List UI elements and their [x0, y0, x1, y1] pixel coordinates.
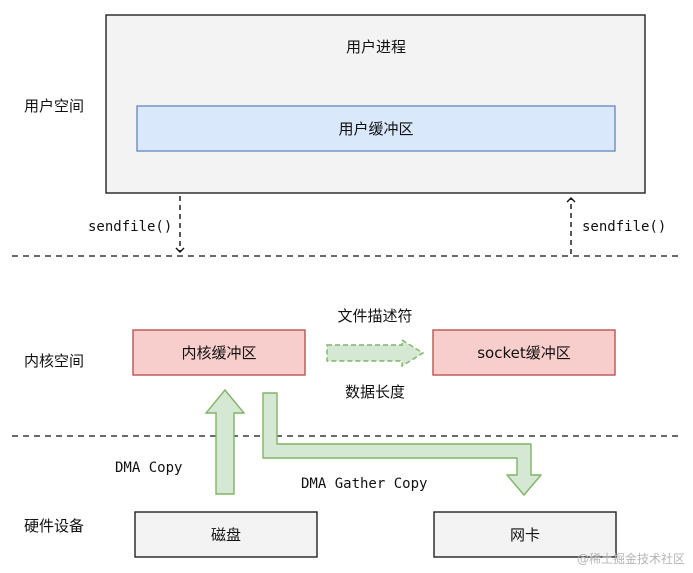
kernel-buffer-label: 内核缓冲区 — [181, 344, 256, 362]
socket-buffer-label: socket缓冲区 — [477, 344, 571, 362]
nic-box — [433, 511, 617, 558]
sendfile-call-label: sendfile() — [88, 219, 172, 235]
dma-gather-copy-arrow — [262, 392, 542, 496]
user-process-label: 用户进程 — [346, 38, 406, 56]
socket-buffer-box — [432, 329, 616, 376]
zone-label-user-space: 用户空间 — [24, 97, 84, 115]
zone-label-hardware: 硬件设备 — [24, 517, 84, 535]
disk-box — [134, 511, 318, 558]
dma-copy-label: DMA Copy — [115, 460, 182, 476]
sendfile-return-label: sendfile() — [582, 219, 666, 235]
nic-label: 网卡 — [510, 526, 540, 544]
disk-label: 磁盘 — [211, 526, 241, 544]
descriptor-arrow — [326, 338, 425, 368]
descriptor-top-label: 文件描述符 — [337, 307, 412, 325]
user-buffer-label: 用户缓冲区 — [338, 120, 413, 138]
watermark: @稀土掘金技术社区 — [576, 552, 685, 566]
user-process-box — [105, 14, 646, 194]
kernel-buffer-box — [132, 329, 306, 376]
zone-label-kernel-space: 内核空间 — [24, 352, 84, 370]
descriptor-bottom-label: 数据长度 — [345, 383, 405, 401]
user-buffer-box — [136, 105, 616, 152]
dma-copy-arrow — [204, 388, 246, 495]
dma-gather-copy-label: DMA Gather Copy — [301, 476, 427, 492]
